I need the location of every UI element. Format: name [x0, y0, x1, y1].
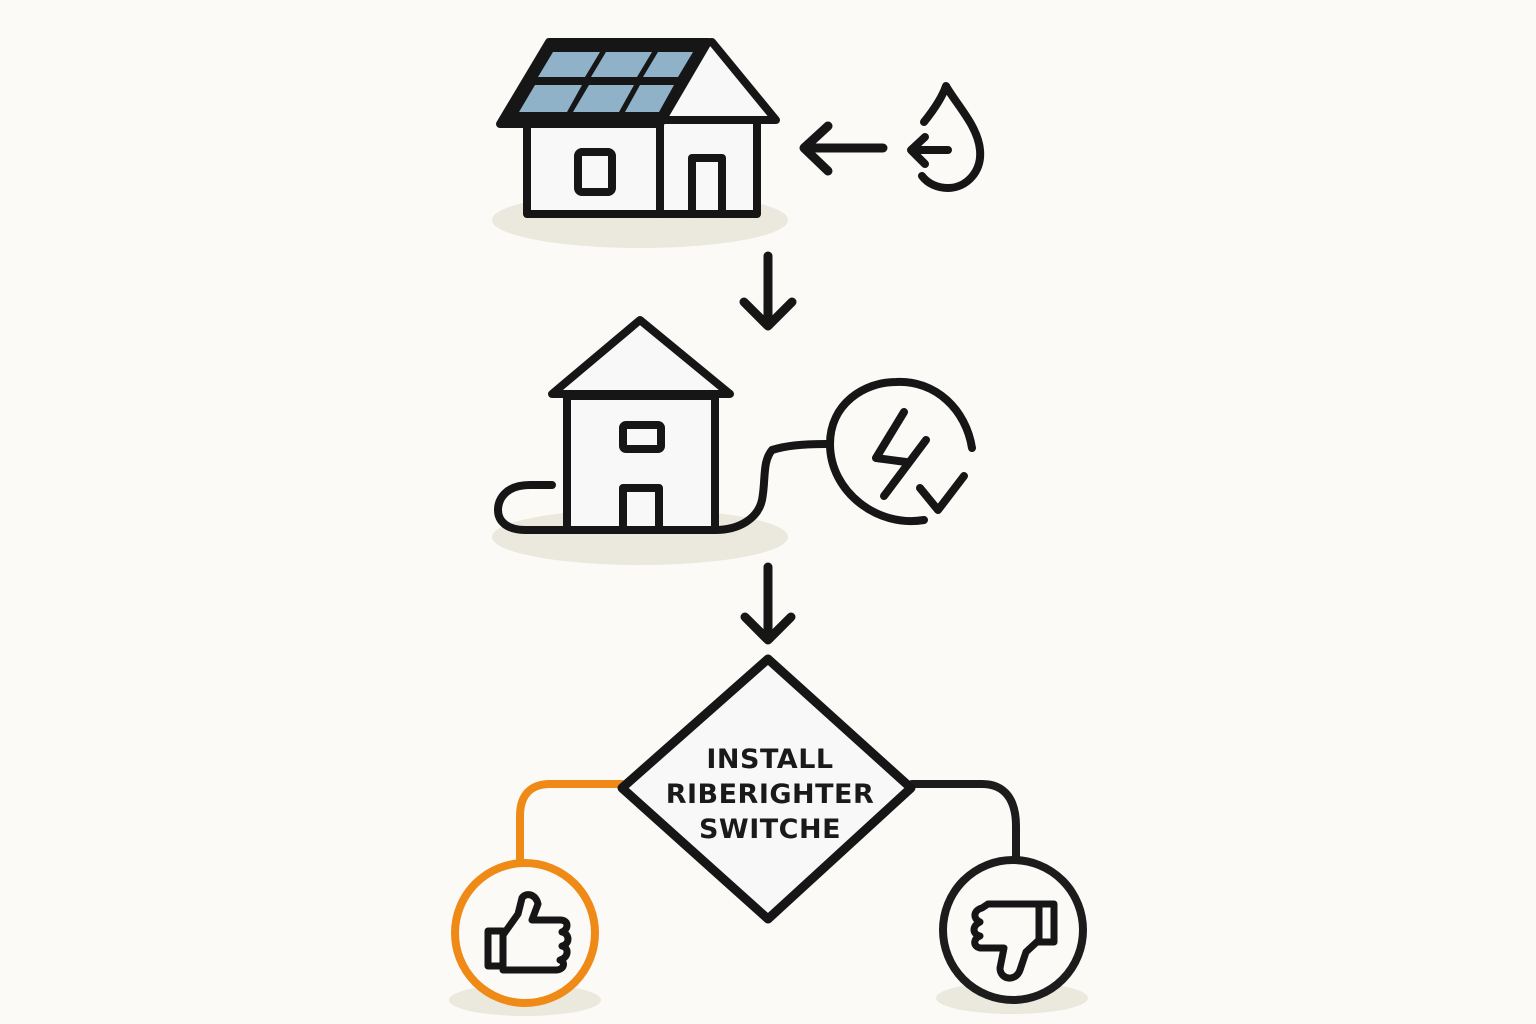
arrow-down-1: [739, 251, 797, 331]
no-branch-connector: [908, 780, 1020, 862]
house-with-power-cord-icon: [494, 316, 830, 534]
yes-outcome-circle: [451, 859, 599, 1007]
plugged-house-node: [492, 316, 830, 565]
house-with-solar-panels-icon: [496, 38, 780, 218]
decision-node: [617, 654, 916, 924]
door: [688, 154, 726, 218]
decision-label-line-2: RIBERIGHTER: [665, 779, 875, 810]
window: [619, 421, 665, 453]
arrow-down-2: [740, 562, 796, 645]
checkmark: [916, 472, 968, 514]
no-outcome-circle: [939, 856, 1087, 1004]
window: [574, 148, 616, 196]
thumbs-down-icon: [970, 900, 1058, 982]
arrow-left-to-house: [799, 121, 888, 176]
water-drop-with-arrow-icon: [907, 82, 985, 192]
yes-outcome-node: [449, 859, 601, 1016]
lightning-bolt: [872, 408, 930, 500]
door: [619, 484, 663, 534]
lightning-check-circle-icon: [826, 377, 976, 526]
no-outcome-node: [936, 856, 1088, 1014]
decision-diamond: [617, 654, 916, 924]
power-cord: [494, 440, 830, 534]
thumbs-up-icon: [484, 891, 572, 974]
decision-label-line-3: SWITCHE: [698, 814, 842, 845]
decision-label-line-1: INSTALL: [706, 744, 834, 775]
solar-house-node: [492, 38, 788, 248]
decision-label: INSTALL RIBERIGHTER SWITCHE: [640, 742, 900, 847]
yes-branch-connector: [516, 780, 626, 864]
